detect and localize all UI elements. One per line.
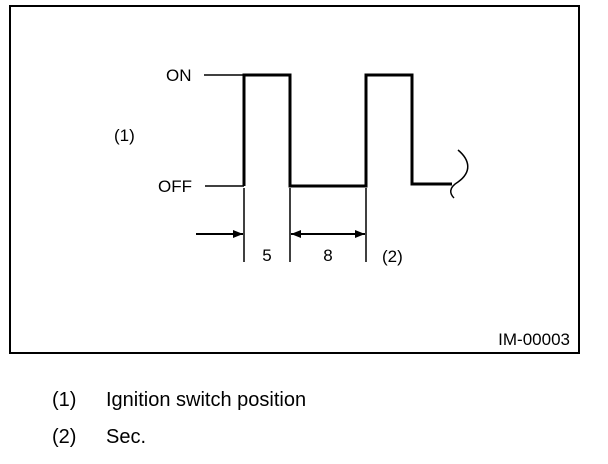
on-level-label: ON <box>166 66 192 85</box>
legend-item: (1) Ignition switch position <box>52 382 306 419</box>
ignition-timing-diagram: ON OFF (1) 5 8 (2) IM-00003 <box>9 5 580 354</box>
legend-text: Sec. <box>106 426 147 448</box>
legend: (1) Ignition switch position (2) Sec. <box>52 382 306 456</box>
legend-item: (2) Sec. <box>52 419 306 456</box>
switch-waveform <box>242 73 452 188</box>
signal-callout: (1) <box>114 126 135 145</box>
time-callout: (2) <box>382 247 403 266</box>
diagram-frame <box>9 5 580 354</box>
break-mark <box>450 149 469 199</box>
interval-label-off: 8 <box>323 246 332 265</box>
legend-number: (2) <box>52 426 77 448</box>
legend-text: Ignition switch position <box>106 389 307 411</box>
legend-number: (1) <box>52 389 77 411</box>
figure-id: IM-00003 <box>498 330 570 349</box>
interval-label-on: 5 <box>262 246 271 265</box>
off-level-label: OFF <box>158 177 192 196</box>
